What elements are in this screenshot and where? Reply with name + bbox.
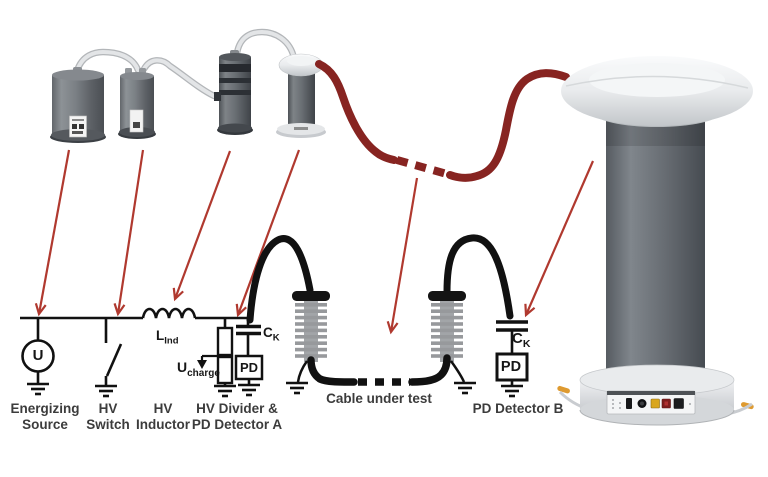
label-hv-switch: HV Switch: [86, 401, 130, 432]
test-lead-arc-left: [246, 235, 314, 324]
charge-tap-arrowhead: [197, 360, 207, 369]
cable-under-test-symbol: [307, 354, 451, 386]
source-symbol-label: U: [32, 347, 44, 364]
pd-box-a-label: PD: [239, 360, 259, 375]
equipment-photo-coupling-capacitor: [557, 56, 754, 426]
cable-termination-b: [428, 291, 466, 362]
termination-b-ground-wire: [449, 360, 466, 383]
inductor-symbol: [141, 307, 197, 319]
cable-termination-a: [292, 291, 330, 362]
equipment-photo-energizing-source: [50, 67, 106, 143]
label-energizing-source: Energizing Source: [10, 401, 80, 432]
toggle-switch-icon: [626, 398, 632, 409]
label-hv-inductor: HV Inductor: [136, 401, 190, 432]
label-pd-detector-b: PD Detector B: [472, 401, 564, 416]
schematic-circuit: [20, 234, 529, 398]
hv-cable-red: [315, 60, 570, 182]
equipment-photo-hv-switch: [118, 68, 156, 139]
charge-voltage-label: Ucharge: [177, 359, 220, 379]
equipment-photo-hv-divider: [276, 53, 326, 138]
pd-detector-b-symbol: [495, 352, 529, 398]
label-cable-under-test: Cable under test: [326, 391, 432, 406]
coupling-cap-a-label: CK: [263, 325, 280, 344]
yellow-connector-icon: [650, 398, 660, 409]
black-connector-icon: [673, 398, 684, 409]
divider-symbol: [197, 318, 238, 398]
inductor-label: LInd: [156, 328, 179, 347]
label-hv-divider: HV Divider & PD Detector A: [191, 401, 283, 432]
equipment-photo-hv-inductor: [214, 50, 253, 135]
arrow-to-hv-switch: [113, 149, 145, 317]
arrow-to-cable-under-test: [386, 177, 419, 335]
arrow-to-hv-divider: [235, 149, 301, 318]
annotation-arrows: [34, 149, 595, 335]
arrow-to-pd-detector-b: [524, 160, 595, 318]
voltage-source-symbol: [21, 318, 55, 396]
coupling-capacitor-b-symbol: [496, 320, 528, 354]
base-control-panel: [606, 390, 696, 415]
switch-symbol: [93, 318, 123, 398]
arrow-to-energizing-source: [34, 149, 71, 317]
silver-interconnect-cables: [73, 28, 298, 100]
test-lead-arc-right: [443, 234, 514, 320]
termination-a-ground-wire: [296, 360, 309, 383]
pd-detector-a-symbol: [234, 354, 264, 397]
coupling-cap-b-label: CK: [512, 330, 531, 350]
pd-box-b-label: PD: [500, 359, 522, 375]
arrow-to-hv-inductor: [172, 150, 232, 302]
coupling-capacitor-a-symbol: [236, 318, 261, 356]
